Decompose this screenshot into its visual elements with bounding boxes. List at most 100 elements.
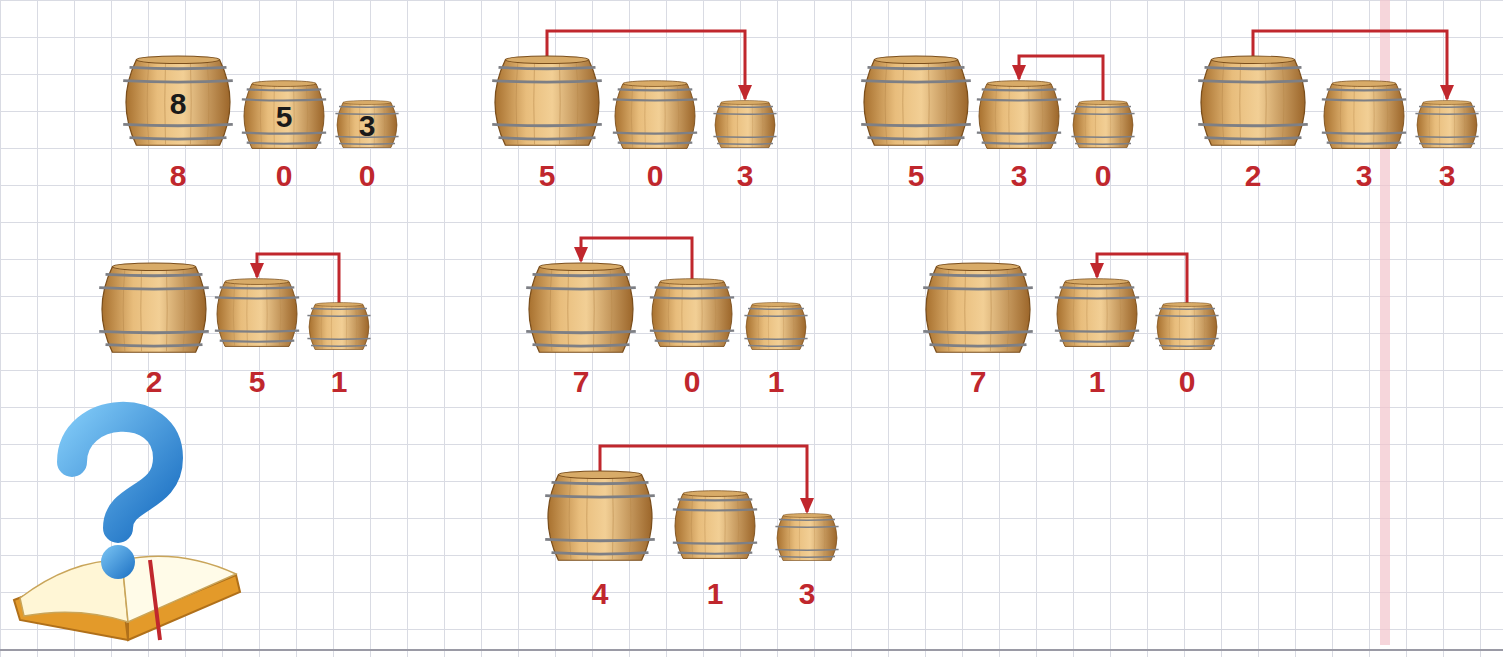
- barrel-body: [615, 84, 695, 149]
- barrel-hoop: [1155, 338, 1218, 340]
- barrel-hoop: [220, 287, 295, 288]
- barrel-hoop: [717, 143, 773, 145]
- barrel-hoop: [99, 331, 209, 332]
- barrel-stave: [1439, 103, 1440, 147]
- barrel-hoop: [339, 106, 395, 108]
- barrel-hoop: [247, 143, 322, 144]
- barrel-stave: [752, 103, 753, 147]
- barrel-stave: [1282, 61, 1284, 145]
- barrel-hoop: [1155, 315, 1218, 317]
- barrel-hoop: [545, 496, 655, 497]
- barrel-hoop: [130, 138, 227, 139]
- barrel-node: 0: [615, 80, 695, 194]
- barrel-stave: [1265, 61, 1267, 145]
- barrel-stave: [331, 305, 332, 349]
- barrel-stave: [762, 103, 763, 147]
- barrel-hoop: [526, 331, 636, 332]
- barrel-body: [309, 305, 369, 350]
- barrel-hoop: [123, 124, 233, 125]
- barrel-node: 2: [102, 262, 206, 400]
- barrel-stave: [629, 476, 631, 560]
- barrel-stave: [346, 305, 347, 349]
- barrel-stave: [1454, 103, 1455, 147]
- barrel-hoop: [499, 67, 596, 68]
- barrel-hoop: [650, 297, 734, 298]
- barrel-lid: [136, 56, 219, 64]
- barrel-stave: [799, 516, 800, 560]
- barrel-shape: [715, 100, 775, 150]
- question-dot: [101, 545, 135, 579]
- barrel-hoop: [1055, 331, 1139, 332]
- amount-number: 3: [705, 160, 785, 192]
- barrel-stave: [814, 516, 815, 560]
- amount-number: 1: [1047, 366, 1147, 398]
- barrel-shape: [777, 513, 837, 563]
- barrel-stave: [1120, 103, 1121, 147]
- barrel-stave: [691, 494, 692, 557]
- barrel-hoop: [307, 315, 370, 317]
- barrel-hoop: [717, 106, 773, 108]
- amount-number: 0: [327, 160, 407, 192]
- barrel-stave: [1008, 84, 1010, 147]
- barrel-shape: [1057, 278, 1137, 350]
- barrel-hoop: [1198, 124, 1308, 125]
- barrel-hoop: [1322, 133, 1406, 134]
- barrel-stave: [586, 476, 588, 560]
- barrel-node: 5: [864, 55, 968, 194]
- barrel-stave: [737, 494, 738, 557]
- barrel-stave: [1179, 305, 1180, 349]
- barrel-shape: [529, 262, 633, 357]
- barrel-hoop: [1075, 143, 1131, 145]
- barrel-body: [1324, 84, 1404, 149]
- barrel-hoop: [533, 345, 630, 346]
- barrel-hoop: [861, 124, 971, 125]
- amount-number: 5: [207, 366, 307, 398]
- barrel-stave: [1353, 84, 1355, 147]
- barrel-hoop: [339, 143, 395, 145]
- barrel-stave: [140, 268, 142, 352]
- barrel-hoop: [533, 274, 630, 275]
- barrel-stave: [164, 61, 166, 145]
- barrel-hoop: [618, 143, 693, 144]
- barrel-stave: [147, 61, 149, 145]
- barrel-hoop: [526, 288, 636, 289]
- barrel-hoop: [748, 308, 804, 310]
- barrel-node: 0: [652, 278, 732, 400]
- barrel-stave: [207, 61, 209, 145]
- barrel-hoop: [923, 331, 1033, 332]
- barrel-shape: [1417, 100, 1477, 150]
- barrel-node: 7: [926, 262, 1030, 400]
- barrel-stave: [1028, 84, 1030, 147]
- barrel-body: [529, 267, 633, 353]
- barrel-stave: [1041, 84, 1042, 147]
- barrel-body: [1073, 103, 1133, 148]
- barrel-lid: [623, 81, 687, 87]
- barrel-lid: [1163, 303, 1211, 307]
- barrel-hoop: [977, 99, 1061, 100]
- barrel-stave: [945, 61, 947, 145]
- barrel-hoop: [678, 499, 753, 500]
- barrel-stave: [593, 268, 595, 352]
- amount-number: 3: [969, 160, 1069, 192]
- barrel-stave: [1239, 61, 1241, 145]
- barrel-node: 1: [1057, 278, 1137, 400]
- barrel-stave: [183, 268, 185, 352]
- barrel-stave: [902, 61, 904, 145]
- barrel-lid: [1079, 101, 1127, 105]
- barrel-stave: [612, 476, 614, 560]
- barrel-hoop: [748, 345, 804, 347]
- barrel-hoop: [977, 133, 1061, 134]
- barrel-hoop: [311, 345, 367, 347]
- barrel-stave: [279, 282, 280, 345]
- barrel-hoop: [1055, 297, 1139, 298]
- amount-number: 7: [916, 366, 1040, 398]
- amount-number: 3: [1314, 160, 1414, 192]
- barrel-hoop: [492, 81, 602, 82]
- barrel-body: [217, 282, 297, 347]
- barrel-lid: [721, 101, 769, 105]
- barrel-hoop: [779, 519, 835, 521]
- barrel-stave: [1373, 84, 1375, 147]
- barrel-stave: [1086, 282, 1088, 345]
- barrel-stave: [1110, 103, 1111, 147]
